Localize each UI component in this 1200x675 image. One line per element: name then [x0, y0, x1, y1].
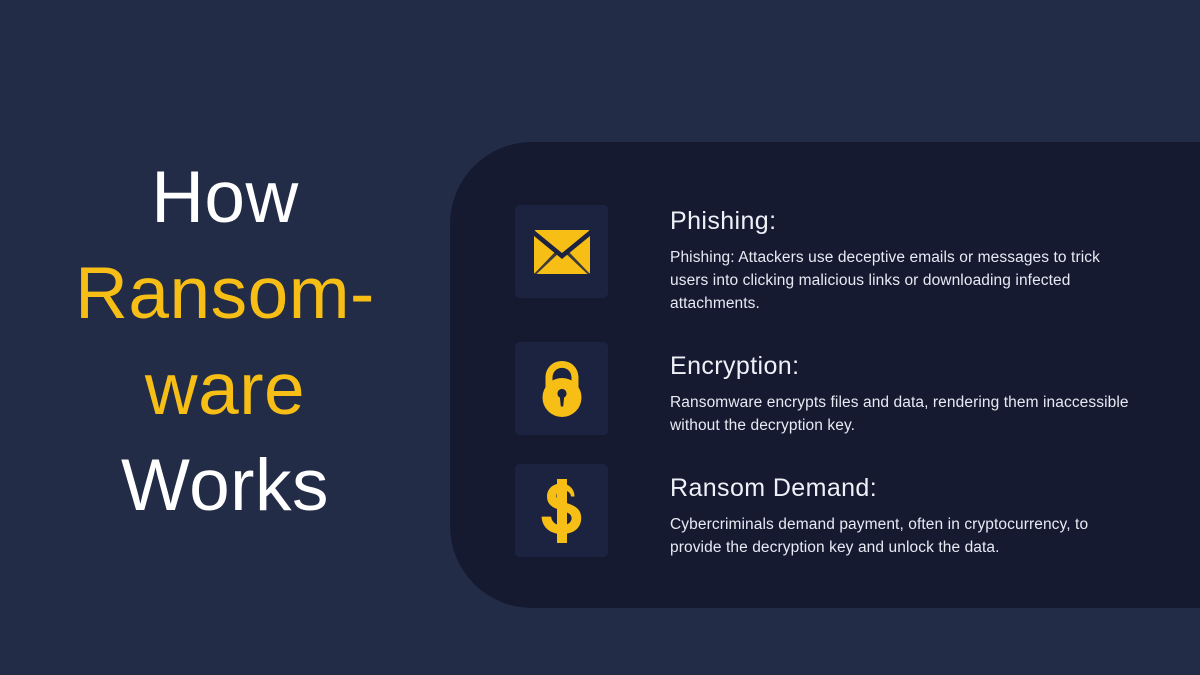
step-heading: Encryption: [670, 352, 800, 380]
step-text-ransom-demand: Ransom Demand: Cybercriminals demand pay… [608, 464, 1200, 559]
dollar-sign-icon [538, 478, 586, 543]
step-body: Phishing: Attackers use deceptive emails… [670, 249, 1100, 312]
list-item-ransom-demand: Ransom Demand: Cybercriminals demand pay… [515, 464, 1200, 559]
title-line-4: Works [121, 445, 329, 526]
envelope-icon-tile [515, 205, 608, 298]
envelope-icon [533, 229, 590, 274]
list-item-encryption: Encryption: Ransomware encrypts files an… [515, 342, 1200, 437]
step-text-phishing: Phishing: Phishing: Attackers use decept… [608, 205, 1200, 315]
page-title: How Ransom- ware Works [0, 150, 450, 534]
padlock-icon [536, 359, 588, 419]
steps-list: Phishing: Phishing: Attackers use decept… [515, 205, 1200, 559]
dollar-sign-icon-tile [515, 464, 608, 557]
step-text-encryption: Encryption: Ransomware encrypts files an… [608, 342, 1200, 437]
list-item-phishing: Phishing: Phishing: Attackers use decept… [515, 205, 1200, 315]
step-body: Cybercriminals demand payment, often in … [670, 516, 1089, 556]
title-line-1: How [151, 157, 299, 238]
step-body: Ransomware encrypts files and data, rend… [670, 394, 1129, 434]
step-heading: Phishing: [670, 207, 777, 235]
step-heading: Ransom Demand: [670, 474, 878, 502]
padlock-icon-tile [515, 342, 608, 435]
title-line-3: ware [144, 349, 306, 430]
title-line-2: Ransom- [75, 253, 375, 334]
